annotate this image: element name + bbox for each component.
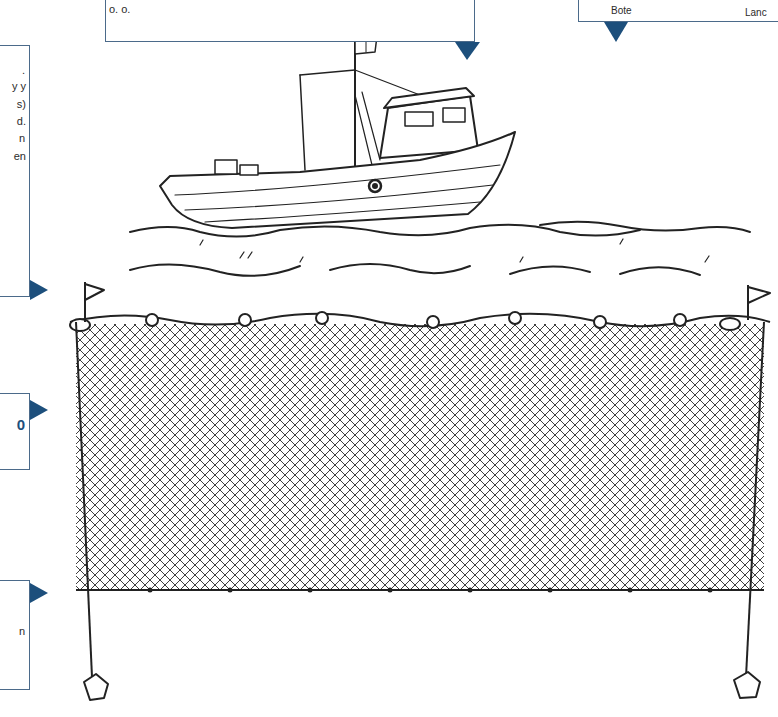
callout-text: Lanc [745, 7, 767, 19]
callout-box: Bote Lanc [578, 0, 778, 22]
callout-text: n [19, 625, 25, 638]
callout-text: o. o. [109, 3, 130, 16]
gill-net [70, 282, 770, 700]
callout-text: Bote [611, 5, 632, 17]
fishing-boat [160, 36, 515, 228]
callout-text: n [19, 132, 25, 145]
callout-text: en [14, 150, 26, 163]
callout-box: o. o. [105, 0, 475, 42]
callout-box: 0 [0, 393, 30, 470]
callout-box: n [0, 580, 30, 690]
sea-waves [130, 222, 750, 276]
callout-box: . y y s) d. n en [0, 45, 30, 297]
callout-text: s) [17, 98, 26, 111]
callout-text: . [22, 64, 25, 77]
callout-text: 0 [17, 416, 25, 433]
callout-text: y y [12, 80, 26, 93]
callout-text: d. [17, 115, 26, 128]
